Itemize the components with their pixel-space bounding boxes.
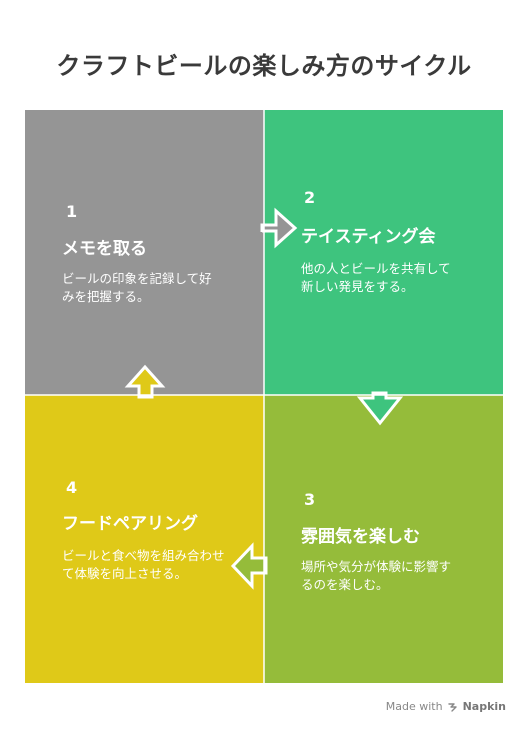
step-2-number: 2	[304, 188, 316, 207]
step-1-description: ビールの印象を記録して好みを把握する。	[62, 271, 212, 304]
step-4-number: 4	[66, 478, 78, 497]
step-1-heading: メモを取る	[62, 239, 147, 259]
step-1-panel: 1 メモを取る ビールの印象を記録して好みを把握する。	[25, 110, 264, 395]
made-with-label: Made with	[385, 700, 443, 713]
step-2-panel: 2 テイスティング会 他の人とビールを共有して新しい発見をする。	[264, 110, 503, 395]
step-4-panel: 4 フードペアリング ビールと食べ物を組み合わせて体験を向上させる。	[25, 395, 264, 683]
step-2-description: 他の人とビールを共有して新しい発見をする。	[301, 261, 451, 294]
napkin-brand: Napkin	[462, 700, 506, 713]
step-4-heading: フードペアリング	[62, 514, 198, 534]
step-3-number: 3	[304, 490, 316, 509]
napkin-logo-icon	[447, 702, 457, 712]
step-2-heading: テイスティング会	[301, 227, 436, 247]
diagram-title: クラフトビールの楽しみ方のサイクル	[56, 52, 472, 80]
step-3-description: 場所や気分が体験に影響するのを楽しむ。	[301, 559, 452, 592]
step-3-panel: 3 雰囲気を楽しむ 場所や気分が体験に影響するのを楽しむ。	[264, 395, 503, 683]
step-1-number: 1	[66, 202, 78, 221]
step-3-heading: 雰囲気を楽しむ	[301, 527, 420, 547]
napkin-credit[interactable]: Made with Napkin	[386, 700, 506, 713]
step-4-description: ビールと食べ物を組み合わせて体験を向上させる。	[62, 548, 225, 581]
